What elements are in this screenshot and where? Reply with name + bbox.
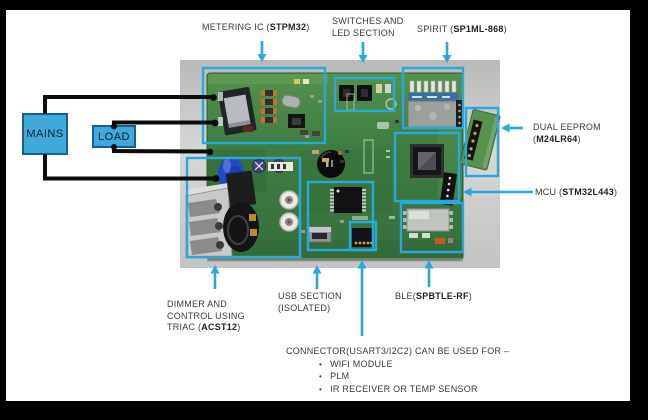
solder-pad	[249, 214, 256, 221]
usart-i2c-connector	[352, 228, 373, 247]
module-pins	[456, 100, 463, 127]
label-text: MCU (	[535, 187, 563, 197]
bullet-text: IR RECEIVER OR TEMP SENSOR	[330, 383, 478, 394]
label-text: (	[533, 133, 537, 144]
highlight-box-ble	[399, 201, 465, 254]
metering-ic-chip	[217, 87, 257, 136]
label-mcu: MCU (STM32L443)	[535, 187, 617, 199]
switch-button	[343, 89, 350, 97]
bullet-icon: •	[319, 372, 323, 381]
crystal-oscillator	[281, 94, 301, 109]
bullet-text: PLM	[330, 371, 350, 381]
label-text: DUAL EEPROM	[533, 122, 601, 132]
highlight-box-dimmer	[185, 156, 302, 259]
highlight-box-mcu	[393, 131, 461, 203]
connector-heading: CONNECTOR(USART3/I2C2) CAN BE USED FOR –	[286, 346, 510, 356]
label-text-bold: M24LR64	[536, 133, 578, 144]
usb-section-components	[307, 187, 373, 247]
connector-bullet-item: • WIFI MODULE	[319, 359, 509, 371]
label-text: CONTROL USING	[167, 310, 245, 321]
label-line: (M24LR64)	[533, 134, 601, 146]
bullet-icon: •	[319, 384, 323, 394]
resistor-column	[261, 90, 277, 123]
label-dimmer: DIMMER AND CONTROL USING TRIAC (ACST12)	[167, 299, 245, 334]
wire-terminals	[111, 94, 220, 182]
switch-button	[361, 89, 368, 97]
label-text-bold: SPBTLE-RF	[416, 291, 469, 301]
pcb-shadow	[207, 258, 463, 262]
smd-component	[243, 126, 253, 132]
label-text: SPIRIT (	[417, 24, 454, 34]
bullet-icon: •	[319, 359, 323, 369]
label-text: TRIAC (	[167, 322, 202, 332]
label-text: LED SECTION	[332, 27, 395, 38]
wire-mains-top	[43, 95, 212, 114]
mains-label: MAINS	[26, 128, 64, 140]
highlight-box-spirit	[401, 66, 465, 130]
ble-module-components	[403, 208, 453, 244]
label-text: DIMMER AND	[167, 299, 228, 309]
label-text: (ISOLATED)	[278, 302, 331, 313]
led-white	[303, 79, 309, 84]
highlight-box-usb	[306, 180, 375, 252]
label-usb-section: USB SECTION (ISOLATED)	[278, 291, 342, 314]
qfn-chip-center	[292, 118, 301, 125]
metering-section-components	[217, 79, 320, 136]
smd-component	[435, 238, 445, 244]
label-text: )	[306, 22, 310, 32]
led-yellow	[294, 79, 300, 84]
label-dual-eeprom: DUAL EEPROM (M24LR64)	[533, 122, 601, 145]
label-text-bold: STPM32	[269, 22, 307, 32]
smd-component	[300, 130, 308, 135]
switches-led-components	[339, 84, 391, 101]
label-text: SWITCHES AND	[332, 16, 404, 26]
highlight-box-eeprom	[464, 106, 500, 178]
label-text: )	[614, 187, 618, 197]
label-text: BLE(	[395, 291, 417, 301]
label-text-bold: STM32L443	[562, 187, 615, 197]
label-text-bold: SP1ML-868	[453, 24, 504, 34]
highlight-boxes	[185, 66, 500, 259]
bullet-text: WIFI MODULE	[330, 358, 393, 369]
led	[376, 84, 382, 93]
label-text-bold: ACST12	[201, 322, 238, 332]
label-metering-ic: METERING IC (STPM32)	[202, 22, 310, 34]
mcu-components	[410, 144, 458, 206]
annotation-arrows	[210, 41, 533, 336]
led	[385, 84, 391, 93]
label-text: )	[577, 133, 581, 144]
dimmer-section-components	[184, 170, 299, 259]
label-text: METERING IC (	[202, 22, 270, 32]
label-text: USB SECTION	[278, 291, 342, 301]
label-text: )	[503, 24, 507, 34]
label-line: TRIAC (ACST12)	[167, 322, 245, 334]
connector-bullet-item: • PLM	[319, 371, 509, 383]
load-label: LOAD	[98, 130, 130, 143]
wire-mains-bottom	[43, 154, 214, 181]
label-switches-led: SWITCHES AND LED SECTION	[332, 16, 404, 39]
triac	[225, 170, 257, 208]
spirit-module	[407, 80, 463, 128]
solder-pad	[250, 229, 257, 236]
highlight-box-usart-connector	[348, 220, 378, 252]
label-text: )	[237, 322, 241, 332]
label-ble: BLE(SPBTLE-RF)	[395, 291, 472, 303]
label-text: )	[468, 291, 473, 301]
label-connector-usage: CONNECTOR(USART3/I2C2) CAN BE USED FOR –…	[286, 346, 509, 395]
silkscreen-markings	[218, 92, 399, 233]
highlight-box-switches	[333, 76, 396, 113]
heatsink-top	[184, 183, 228, 196]
highlight-box-metering	[201, 66, 327, 145]
load-box: LOAD	[92, 125, 136, 148]
smd-component	[312, 131, 320, 136]
connector-bullet-item: • IR RECEIVER OR TEMP SENSOR	[319, 384, 509, 396]
label-spirit: SPIRIT (SP1ML-868)	[417, 24, 507, 36]
